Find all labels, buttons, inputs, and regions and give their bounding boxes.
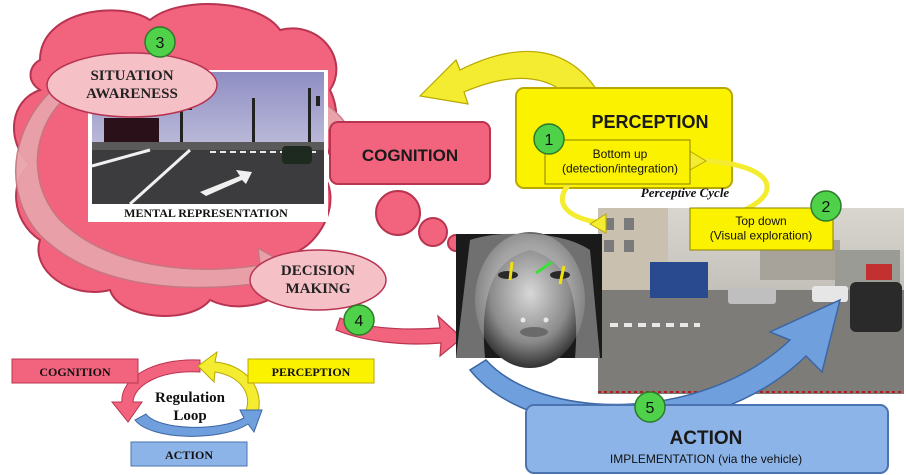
situation-awareness-node: SITUATION AWARENESS	[46, 52, 218, 118]
action-label: ACTION	[670, 428, 743, 449]
regulation-loop-title-line: Loop	[173, 408, 206, 424]
regulation-pink-arrow	[110, 359, 201, 423]
badge-2-label: 2	[822, 199, 831, 216]
regulation-blue-arrow	[134, 409, 263, 437]
badge-4: 4	[343, 304, 375, 336]
mental-representation-label: MENTAL REPRESENTATION	[124, 206, 288, 220]
badge-4-label: 4	[355, 313, 364, 330]
badge-1-label: 1	[545, 132, 554, 149]
top-down-node: Top down(Visual exploration)	[689, 207, 834, 251]
perception-to-cognition-arrow	[418, 50, 601, 106]
regulation-action-label: ACTION	[165, 448, 213, 462]
top-down-label: Top down(Visual exploration)	[710, 214, 813, 242]
decision-making-node: DECISION MAKING	[249, 249, 387, 311]
regulation-perception-label: PERCEPTION	[272, 365, 351, 379]
badge-3: 3	[144, 26, 176, 58]
decision-making-label-line: DECISION	[281, 263, 355, 279]
decision-making-label-line: MAKING	[286, 281, 351, 297]
implementation-label: IMPLEMENTATION (via the vehicle)	[610, 452, 802, 466]
bottom-up-node: Bottom up(detection/integration)	[544, 139, 691, 185]
situation-awareness-label: SITUATION AWARENESS	[86, 68, 178, 102]
driver-face-image	[456, 232, 602, 368]
decision-making-label: DECISION MAKING	[281, 263, 355, 297]
perception-label: PERCEPTION	[591, 112, 708, 132]
regulation-loop-title-line: Regulation	[155, 390, 226, 406]
badge-1: 1	[533, 123, 565, 155]
bottom-up-label-line: Bottom up	[593, 147, 648, 161]
top-down-label-line: (Visual exploration)	[710, 228, 813, 242]
situation-awareness-label-line: SITUATION	[90, 68, 173, 84]
bottom-up-label: Bottom up(detection/integration)	[562, 147, 678, 175]
cognition-node: COGNITION	[329, 121, 491, 185]
cognition-label: COGNITION	[362, 146, 458, 165]
action-node: ACTION IMPLEMENTATION (via the vehicle)	[525, 404, 889, 474]
badge-2: 2	[810, 190, 842, 222]
badge-5: 5	[634, 391, 666, 423]
thought-bubble-large	[375, 190, 421, 236]
bottom-up-label-line: (detection/integration)	[562, 161, 678, 175]
situation-awareness-label-line: AWARENESS	[86, 86, 178, 102]
perceptive-cycle-label: Perceptive Cycle	[641, 185, 730, 200]
badge-3-label: 3	[156, 35, 165, 52]
thought-bubble-medium	[418, 217, 448, 247]
badge-5-label: 5	[646, 400, 655, 417]
top-down-label-line: Top down	[735, 214, 786, 228]
regulation-cognition-label: COGNITION	[39, 365, 111, 379]
regulation-yellow-arrow	[197, 350, 260, 421]
